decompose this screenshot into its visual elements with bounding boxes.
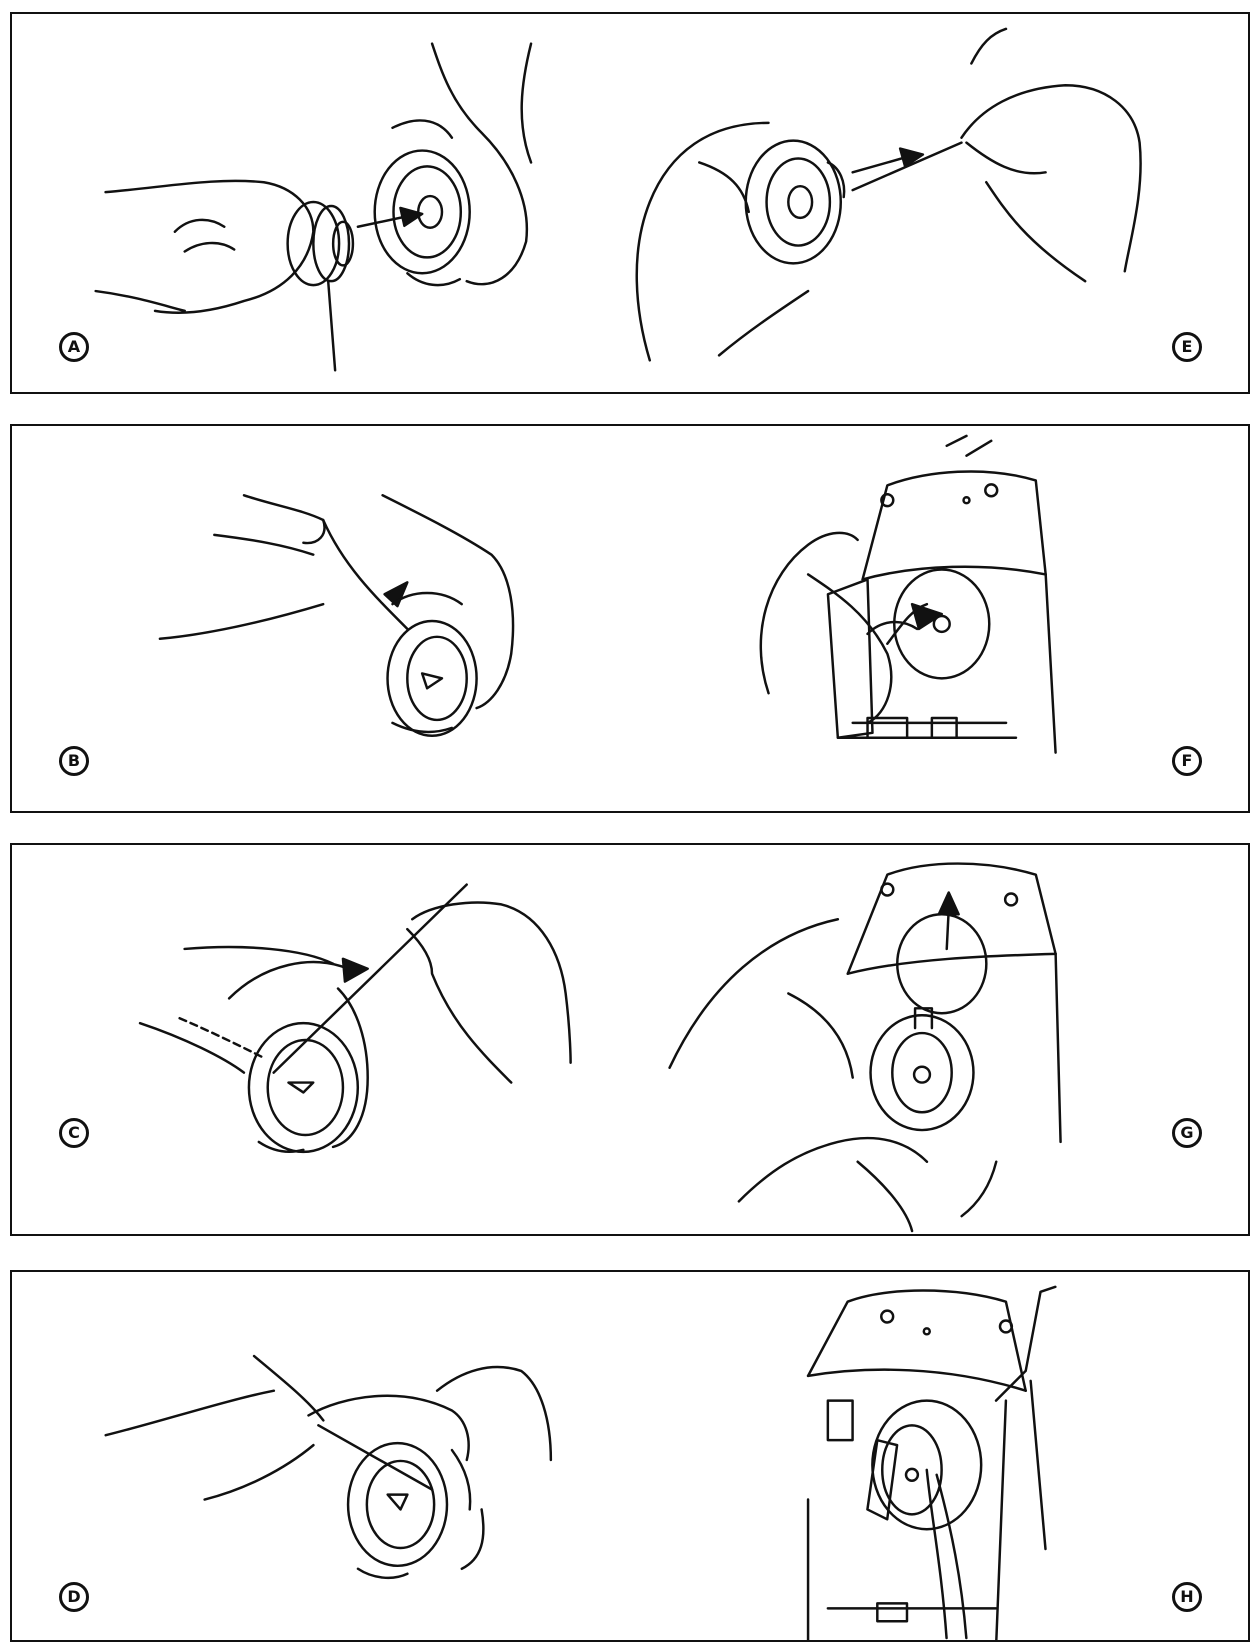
panel-a-e-illustrations <box>12 14 1248 392</box>
panel-c-g-illustrations <box>12 845 1248 1234</box>
step-f-illustration <box>761 436 1056 753</box>
illustration-panel-a-e: A E <box>10 12 1250 394</box>
step-c-illustration <box>140 885 571 1152</box>
step-label-e: E <box>1172 332 1202 362</box>
panel-d-h-illustrations <box>12 1272 1248 1640</box>
illustration-panel-b-f: B F <box>10 424 1250 813</box>
step-label-a: A <box>59 332 89 362</box>
step-label-g: G <box>1172 1118 1202 1148</box>
illustration-panel-c-g: C G <box>10 843 1250 1236</box>
step-a-illustration <box>96 44 531 371</box>
step-d-illustration <box>106 1356 551 1578</box>
step-g-illustration <box>670 864 1061 1231</box>
step-label-f: F <box>1172 746 1202 776</box>
step-e-illustration <box>637 29 1141 360</box>
step-label-c: C <box>59 1118 89 1148</box>
step-label-h: H <box>1172 1582 1202 1612</box>
illustration-panel-d-h: D H <box>10 1270 1250 1642</box>
step-b-illustration <box>160 495 513 736</box>
step-label-b: B <box>59 746 89 776</box>
panel-b-f-illustrations <box>12 426 1248 811</box>
step-label-d: D <box>59 1582 89 1612</box>
step-h-illustration <box>808 1287 1055 1640</box>
